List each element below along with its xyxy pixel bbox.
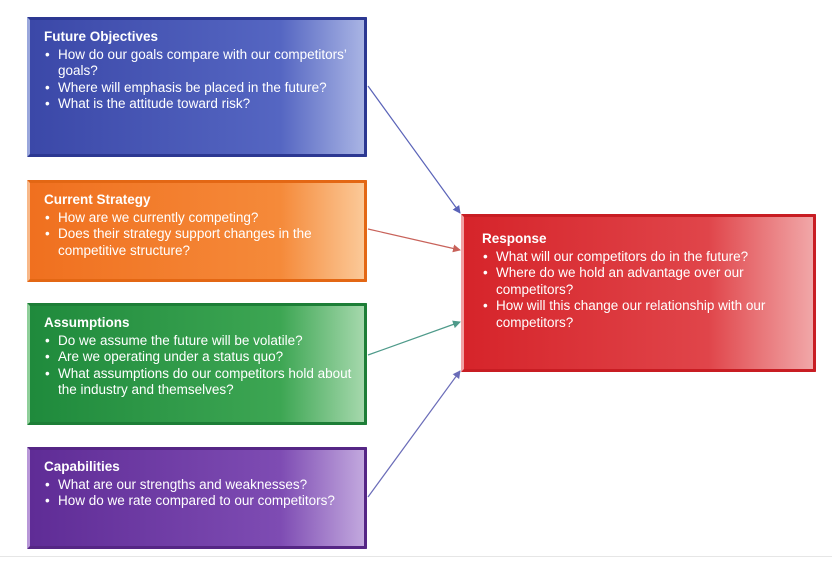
future-objectives-title: Future Objectives: [44, 29, 159, 44]
current-strategy-item: How are we currently competing?: [44, 210, 352, 227]
current-strategy-item: Does their strategy support changes in t…: [44, 226, 352, 259]
response-item: What will our competitors do in the futu…: [482, 249, 801, 266]
capabilities-item: How do we rate compared to our competito…: [44, 493, 352, 510]
assumptions-title: Assumptions: [44, 315, 130, 330]
capabilities-title: Capabilities: [44, 459, 120, 474]
connector-future-objectives: [367, 85, 461, 214]
connector-assumptions: [367, 320, 461, 356]
connector-capabilities: [367, 370, 461, 498]
future-objectives-item: What is the attitude toward risk?: [44, 96, 352, 113]
assumptions-item: Are we operating under a status quo?: [44, 349, 352, 366]
assumptions-item: Do we assume the future will be volatile…: [44, 333, 352, 350]
capabilities-item: What are our strengths and weaknesses?: [44, 477, 352, 494]
response-list: What will our competitors do in the futu…: [482, 249, 801, 332]
bottom-divider: [0, 556, 832, 557]
assumptions-box: Assumptions Do we assume the future will…: [27, 303, 367, 425]
capabilities-list: What are our strengths and weaknesses? H…: [44, 477, 352, 510]
current-strategy-box: Current Strategy How are we currently co…: [27, 180, 367, 282]
response-item: Where do we hold an advantage over our c…: [482, 265, 801, 298]
future-objectives-item: How do our goals compare with our compet…: [44, 47, 352, 80]
response-item: How will this change our relationship wi…: [482, 298, 801, 331]
current-strategy-list: How are we currently competing? Does the…: [44, 210, 352, 260]
assumptions-list: Do we assume the future will be volatile…: [44, 333, 352, 399]
response-box: Response What will our competitors do in…: [461, 214, 816, 372]
future-objectives-box: Future Objectives How do our goals compa…: [27, 17, 367, 157]
assumptions-item: What assumptions do our competitors hold…: [44, 366, 352, 399]
response-title: Response: [482, 231, 547, 246]
future-objectives-list: How do our goals compare with our compet…: [44, 47, 352, 113]
future-objectives-item: Where will emphasis be placed in the fut…: [44, 80, 352, 97]
current-strategy-title: Current Strategy: [44, 192, 151, 207]
connector-current-strategy: [367, 228, 461, 253]
capabilities-box: Capabilities What are our strengths and …: [27, 447, 367, 549]
